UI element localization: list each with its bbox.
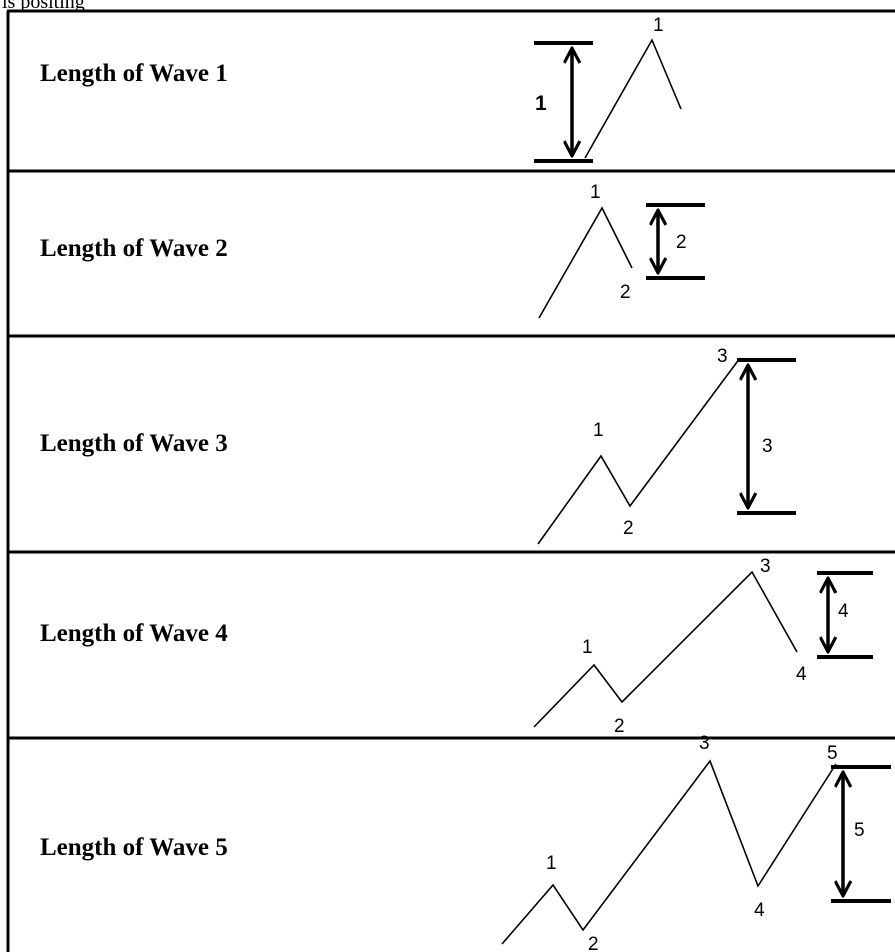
measure-label: 5 [854,820,865,841]
wave-path [537,357,741,545]
wave-point-label: 3 [760,556,771,577]
wave-point-label: 1 [653,15,664,36]
row-title: Length of Wave 3 [40,430,228,457]
row-title: Length of Wave 1 [40,60,228,87]
wave-point-label: 2 [614,716,625,737]
row-wave-3: Length of Wave 3 1 2 3 3 [40,346,796,545]
wave-point-label: 2 [588,934,599,952]
wave-path [538,206,633,319]
measure-label: 1 [535,92,547,115]
wave-path [501,759,837,945]
row-wave-5: Length of Wave 5 1 2 3 4 5 5 [40,733,891,952]
wave-point-label: 1 [593,420,604,441]
row-wave-2: Length of Wave 2 1 2 2 [40,182,705,319]
row-wave-1: Length of Wave 1 1 1 [40,15,682,163]
wave-point-label: 3 [699,733,710,754]
wave-point-label: 2 [620,282,631,303]
measure-label: 3 [762,436,773,457]
wave-point-label: 5 [827,743,838,764]
row-title: Length of Wave 4 [40,620,228,647]
wave-path [584,38,682,159]
row-title: Length of Wave 5 [40,834,228,861]
wave-point-label: 4 [796,664,807,685]
wave-point-label: 1 [590,182,601,203]
wave-point-label: 3 [717,346,728,367]
row-wave-4: Length of Wave 4 1 2 3 4 4 [40,556,873,737]
wave-path [533,570,798,728]
wave-point-label: 1 [546,853,557,874]
measure-label: 4 [838,601,849,622]
wave-point-label: 2 [623,518,634,539]
wave-point-label: 1 [582,637,593,658]
row-title: Length of Wave 2 [40,235,228,262]
measure-label: 2 [676,232,687,253]
wave-point-label: 4 [754,900,765,921]
table-frame [6,9,895,952]
